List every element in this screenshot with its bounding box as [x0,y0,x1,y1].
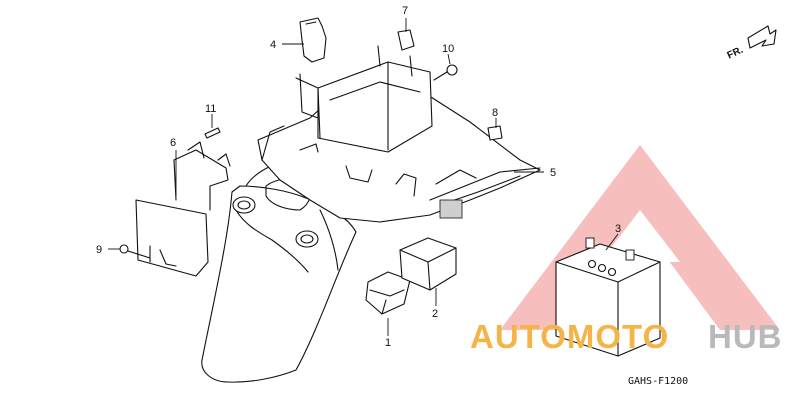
callout-4: 4 [270,39,276,51]
diagram-code: GAHS-F1200 [628,376,688,387]
nut-part-8 [487,125,503,141]
screw-part-9 [119,244,151,259]
callout-8: 8 [492,107,498,119]
callout-10: 10 [442,43,454,55]
callout-5: 5 [550,167,556,179]
callout-9: 9 [96,244,102,256]
callout-1: 1 [385,337,391,349]
watermark-text: AUTOMOTO HUB [470,318,783,355]
battery-part-3 [555,237,661,357]
connector-part-4 [299,17,327,63]
callout-6: 6 [170,137,176,149]
bracket-part-6 [135,141,231,277]
callout-2: 2 [432,308,438,320]
bolt-part-10 [433,64,458,81]
pin-part-11 [204,127,221,139]
front-direction-arrow: FR. [726,25,777,62]
clip-part-7 [397,29,415,51]
battery-tray [257,45,541,223]
fuse-holder-part-1 [365,271,411,315]
rear-fender [201,156,371,383]
watermark-text-gray: HUB [708,318,783,355]
relay-part-2 [399,237,457,291]
callout-7: 7 [402,5,408,17]
callout-11: 11 [205,103,216,115]
leader-lines [108,18,619,336]
callout-3: 3 [615,223,621,235]
front-direction-label: FR. [726,45,745,62]
watermark-text-colored: AUTOMOTO [470,318,669,355]
